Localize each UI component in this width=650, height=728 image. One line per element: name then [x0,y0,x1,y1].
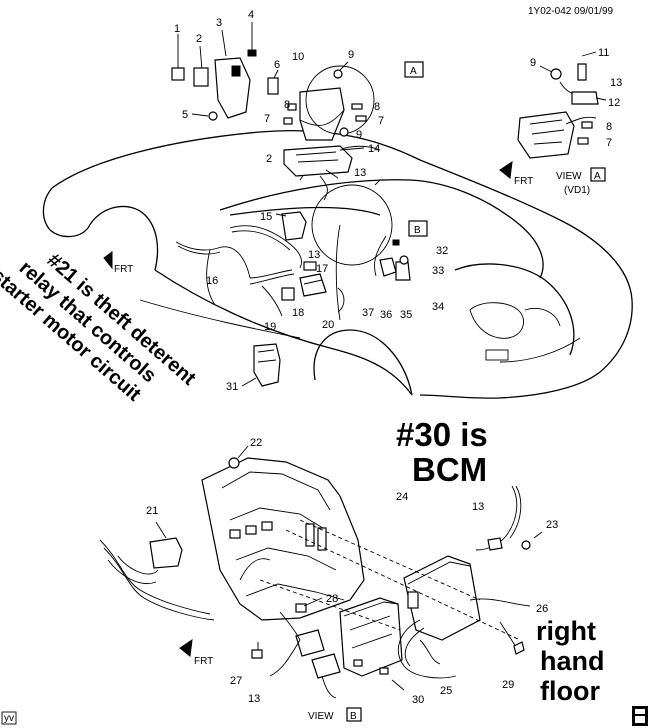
callout-9-view-a: 9 [530,57,536,69]
callout-21: 21 [146,505,158,517]
callout-30: 30 [412,694,424,706]
view-a-caption-box: A [594,171,601,182]
annotation-relay: #21 is theft deterent relay that control… [0,249,200,406]
frt-label-bottom: FRT [194,656,213,667]
callout-36: 36 [380,309,392,321]
annotation-floor-line2: hand [540,646,605,676]
frt-label-view-a: FRT [514,176,533,187]
callout-19: 19 [264,321,276,333]
callout-23: 23 [546,519,558,531]
callout-37: 37 [362,307,374,319]
callout-28: 28 [326,593,338,605]
callout-2: 2 [196,33,202,45]
callout-7b: 7 [378,115,384,127]
car-body-outline [42,129,633,399]
callout-20: 20 [322,319,334,331]
callout-32: 32 [436,245,448,257]
callout-13: 13 [354,167,366,179]
callout-18: 18 [292,307,304,319]
callout-8b: 8 [374,101,380,113]
annotation-bcm-line1: #30 is [396,416,488,453]
callout-11: 11 [598,47,609,59]
callout-9b: 9 [356,129,362,141]
callout-15: 15 [260,211,272,223]
frt-label-left: FRT [114,264,133,275]
module-31 [241,343,281,387]
callout-26: 26 [536,603,548,615]
view-a-caption-sub: (VD1) [564,185,590,196]
view-box-b: B [414,225,421,236]
callout-3: 3 [216,17,222,29]
callout-33: 33 [432,265,444,277]
callout-16: 16 [206,275,218,287]
top-cluster-parts [171,22,375,201]
callout-13-view-b-top: 13 [472,501,484,513]
annotation-floor: right hand floor [536,616,605,706]
callout-25: 25 [440,685,452,697]
publisher-logo-icon [632,706,648,726]
view-a-detail [517,51,607,159]
center-cluster-parts [175,211,345,317]
footer-left-mark: yv [4,713,14,724]
callout-34: 34 [432,301,444,313]
callout-13-view-b-bottom: 13 [248,693,260,705]
callout-13-view-a: 13 [610,77,622,89]
callout-2b: 2 [266,153,272,165]
callout-8-view-a: 8 [606,121,612,133]
callout-7: 7 [264,113,270,125]
annotation-bcm-line2: BCM [412,451,487,488]
callout-13-center: 13 [308,249,320,261]
view-b-caption-box: B [350,711,357,722]
callout-7-view-a: 7 [606,137,612,149]
callout-31: 31 [226,381,238,393]
callout-14: 14 [368,143,380,155]
callout-29: 29 [502,679,514,691]
callout-12: 12 [608,97,620,109]
view-box-a: A [410,66,417,77]
callout-10: 10 [292,51,304,63]
callout-22: 22 [250,437,262,449]
diagram-code: 1Y02-042 09/01/99 [528,6,614,17]
callout-35: 35 [400,309,412,321]
view-a-caption-prefix: VIEW [556,171,582,182]
callout-6: 6 [274,59,280,71]
frt-arrows: FRT FRT FRT [103,160,533,667]
annotation-floor-line1: right [536,616,596,646]
callout-27: 27 [230,675,242,687]
callout-4: 4 [248,9,254,21]
right-cluster-parts [374,235,411,281]
callout-24: 24 [396,491,408,503]
view-b-assembly [99,445,543,699]
annotation-bcm: #30 is BCM [396,416,488,488]
callout-8: 8 [284,99,290,111]
callout-5: 5 [182,109,188,121]
view-b-caption-prefix: VIEW [308,711,334,722]
callout-numbers: 1 2 3 4 5 6 7 8 10 9 8 7 9 14 2 13 9 11 … [146,9,622,706]
callout-17: 17 [316,263,328,275]
callout-9: 9 [348,49,354,61]
view-refs: A B VIEW A (VD1) VIEW B [308,61,606,722]
annotation-floor-line3: floor [540,676,600,706]
callout-1: 1 [174,23,180,35]
